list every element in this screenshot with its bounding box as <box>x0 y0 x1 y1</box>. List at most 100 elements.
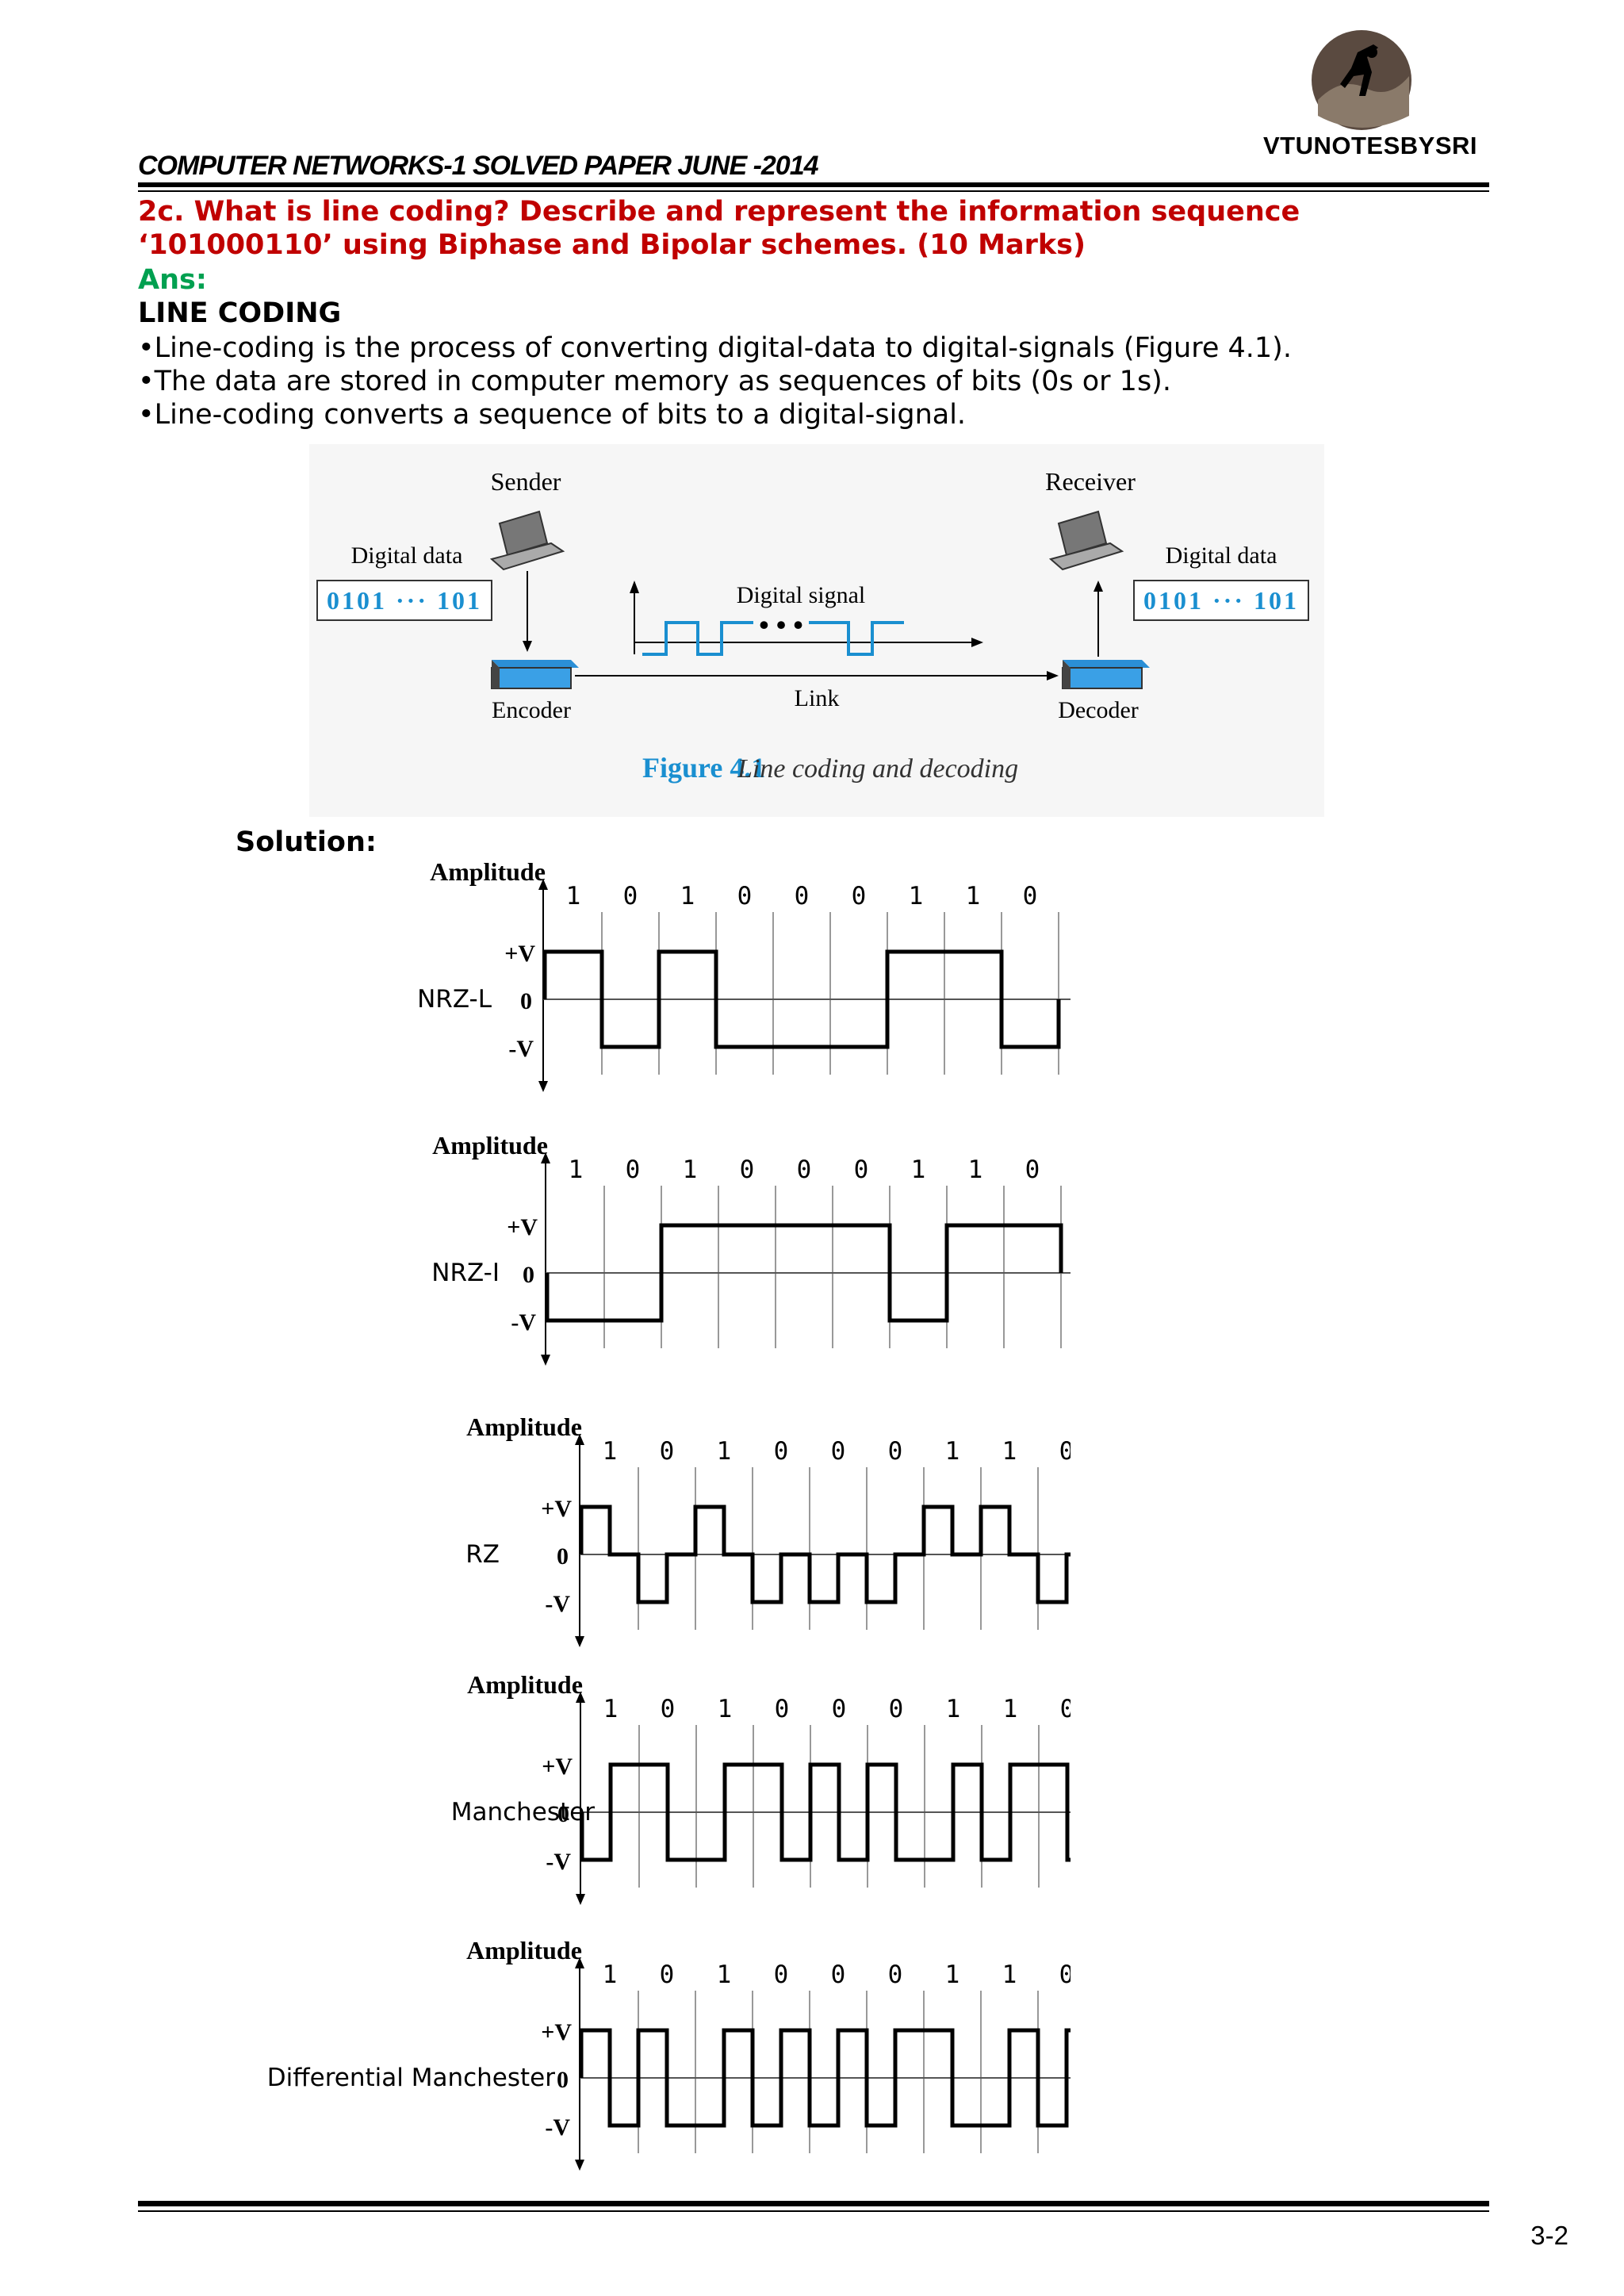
bit-label: 0 <box>626 1156 641 1184</box>
signal-wave-right <box>809 621 904 656</box>
bit-label: 1 <box>966 882 981 910</box>
bit-label: 1 <box>911 1156 926 1184</box>
zero-label: 0 <box>523 1262 534 1288</box>
bit-label: 1 <box>717 1437 732 1466</box>
minus-v-label: -V <box>546 1849 571 1875</box>
amplitude-label: Amplitude <box>432 1131 548 1159</box>
plus-v-label: +V <box>541 1496 572 1522</box>
axis-arrow-up <box>538 879 548 890</box>
figure-caption: Line coding and decoding <box>737 754 1018 784</box>
bit-label: 1 <box>683 1156 698 1184</box>
bit-label: 0 <box>1060 1695 1071 1723</box>
axis-arrow-up <box>541 1152 550 1163</box>
bullet-item: The data are stored in computer memory a… <box>138 365 1292 398</box>
plus-v-label: +V <box>542 1754 573 1780</box>
bit-label: 1 <box>945 1961 960 1989</box>
bit-label: 0 <box>831 1961 846 1989</box>
axis-arrow-down <box>576 1894 585 1905</box>
minus-v-label: -V <box>508 1036 534 1062</box>
brand-name: VTUNOTESBYSRI <box>1262 132 1478 159</box>
scheme-label: Manchester <box>451 1798 596 1826</box>
digital-data-left-label: Digital data <box>351 542 463 569</box>
bit-label: 0 <box>740 1156 755 1184</box>
receiver-label: Receiver <box>1045 467 1136 496</box>
figure-number: Figure 4.1 <box>642 752 765 784</box>
bullet-text: Line-coding is the process of converting… <box>154 332 1292 364</box>
zero-label: 0 <box>557 1801 569 1827</box>
bit-label: 0 <box>797 1156 812 1184</box>
bit-label: 1 <box>968 1156 983 1184</box>
ellipsis: • • • <box>759 609 803 641</box>
bit-label: 0 <box>774 1437 789 1466</box>
bit-label: 0 <box>775 1695 790 1723</box>
bit-label: 0 <box>852 882 867 910</box>
encoder-label: Encoder <box>492 697 571 723</box>
minus-v-label: -V <box>545 2114 570 2141</box>
amplitude-label: Amplitude <box>466 1412 582 1441</box>
bit-label: 0 <box>889 1695 904 1723</box>
bit-label: 0 <box>1025 1156 1040 1184</box>
bullet-item: Line-coding is the process of converting… <box>138 332 1292 365</box>
answer-label: Ans: <box>138 264 207 296</box>
header-title: COMPUTER NETWORKS-1 SOLVED PAPER JUNE -2… <box>138 151 819 181</box>
bit-label: 1 <box>569 1156 584 1184</box>
amplitude-label: Amplitude <box>430 857 546 886</box>
bit-label: 0 <box>831 1437 846 1466</box>
receiver-laptop-icon <box>1048 510 1124 571</box>
bit-label: 1 <box>946 1695 961 1723</box>
decoder-label: Decoder <box>1058 697 1139 723</box>
header-rule-thin <box>138 190 1489 192</box>
zero-label: 0 <box>557 2067 569 2093</box>
bit-label: 1 <box>1003 1695 1018 1723</box>
bullet-list: Line-coding is the process of converting… <box>138 332 1292 431</box>
bit-label: 1 <box>718 1695 733 1723</box>
plus-v-label: +V <box>507 1214 538 1240</box>
bits-left: 0101 ··· 101 <box>327 586 482 615</box>
sender-label: Sender <box>491 467 561 496</box>
sender-laptop-icon <box>489 510 565 571</box>
page-number: 3-2 <box>1530 2221 1568 2250</box>
bit-label: 0 <box>1023 882 1038 910</box>
bit-label: 1 <box>603 1961 618 1989</box>
axis-arrow-up <box>575 1434 584 1445</box>
plus-v-label: +V <box>541 2019 572 2045</box>
question-text: 2c. What is line coding? Describe and re… <box>138 196 1300 261</box>
bit-label: 1 <box>603 1437 618 1466</box>
bit-label: 0 <box>832 1695 847 1723</box>
encoder-box <box>491 660 579 689</box>
digital-signal-label: Digital signal <box>737 582 865 608</box>
scheme-label: RZ <box>465 1540 500 1569</box>
bit-label: 1 <box>909 882 924 910</box>
bullet-item: Line-coding converts a sequence of bits … <box>138 398 1292 431</box>
bit-label: 1 <box>1002 1961 1017 1989</box>
bit-label: 0 <box>854 1156 869 1184</box>
axis-arrow-down <box>575 1636 584 1647</box>
zero-label: 0 <box>520 988 532 1014</box>
bit-label: 0 <box>661 1695 676 1723</box>
zero-label: 0 <box>557 1543 569 1570</box>
bit-label: 1 <box>717 1961 732 1989</box>
solution-label: Solution: <box>236 826 377 858</box>
bit-label: 0 <box>1059 1961 1071 1989</box>
bit-label: 0 <box>795 882 810 910</box>
bit-label: 0 <box>737 882 753 910</box>
bit-label: 0 <box>623 882 638 910</box>
plus-v-label: +V <box>504 941 535 967</box>
section-heading: LINE CODING <box>138 297 342 329</box>
bit-label: 0 <box>660 1961 675 1989</box>
scheme-label: NRZ-L <box>417 985 492 1014</box>
signal-trace <box>580 1762 1071 1862</box>
digital-data-right-label: Digital data <box>1166 542 1277 569</box>
bit-label: 0 <box>1059 1437 1071 1466</box>
bit-label: 1 <box>566 882 581 910</box>
climber-logo <box>1312 30 1411 130</box>
header-rule <box>138 182 1489 187</box>
bit-label: 0 <box>888 1437 903 1466</box>
minus-v-label: -V <box>511 1309 536 1336</box>
bit-label: 1 <box>1002 1437 1017 1466</box>
link-label: Link <box>795 685 840 711</box>
bit-label: 1 <box>945 1437 960 1466</box>
amplitude-label: Amplitude <box>467 1670 583 1699</box>
